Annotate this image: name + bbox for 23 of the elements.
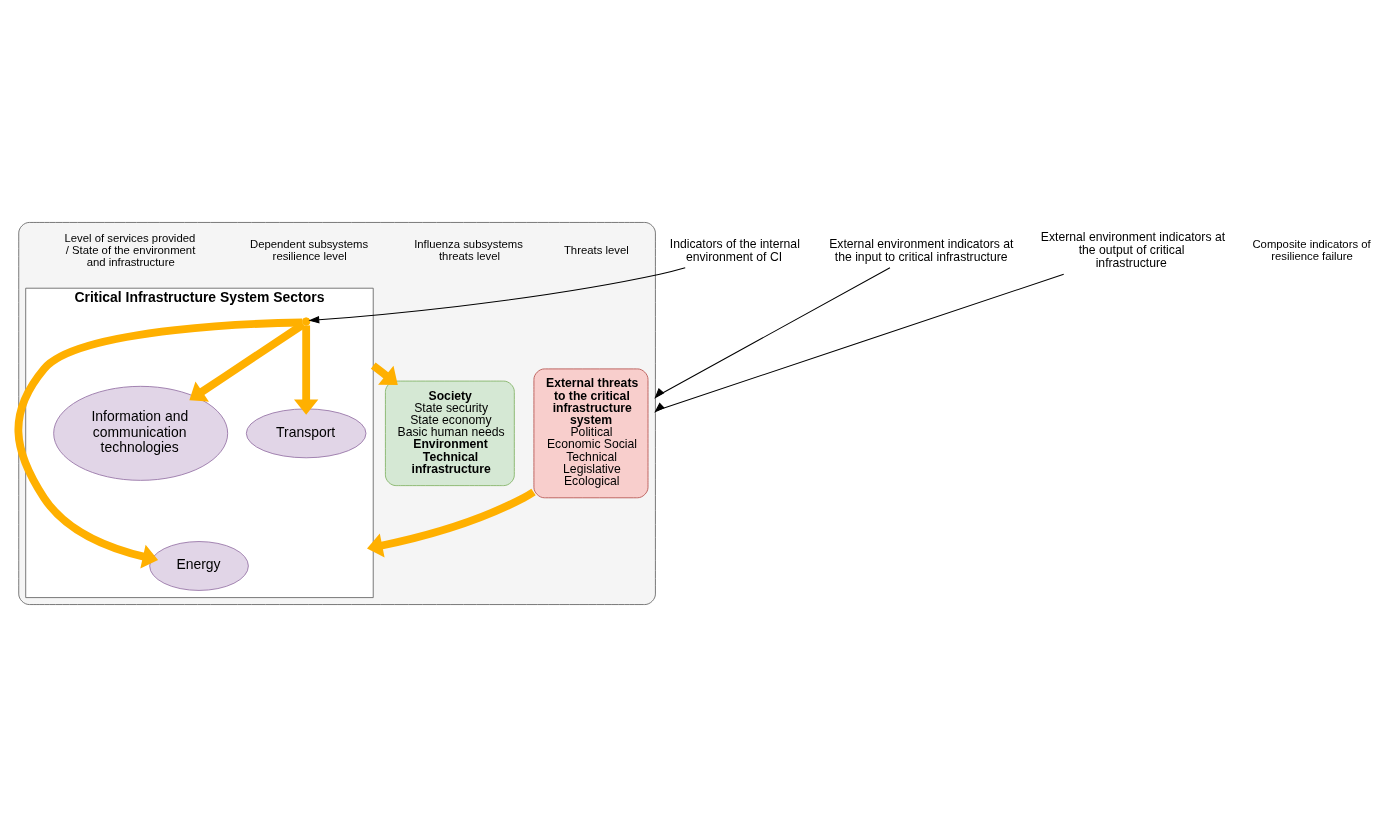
arrow <box>14 318 303 568</box>
node-box: Society State security State economy Basic human needs Environment Technical infrastructure <box>385 380 515 486</box>
node-point <box>301 316 311 326</box>
arrow <box>308 266 686 324</box>
arrow <box>367 488 536 557</box>
label: Threats level <box>563 243 629 256</box>
node-text: External environment indicators at the input to critical infrastructure <box>829 236 1014 264</box>
arrow <box>189 320 306 402</box>
cluster <box>18 221 656 605</box>
node-text: Indicators of the internal environment of CI <box>669 236 800 264</box>
arrow <box>654 266 891 399</box>
node-ellipse: Information and communication technologies <box>53 385 229 481</box>
label: Level of services provided / State of the environment and infrastructure <box>64 231 196 268</box>
arrow <box>654 273 1065 413</box>
label: Influenza subsystems threats level <box>414 237 523 262</box>
label: Dependent subsystems resilience level <box>249 237 369 262</box>
arrow <box>293 324 319 415</box>
node-text: External environment indicators at the output of critical infrastructure <box>1040 229 1226 270</box>
label: Composite indicators of resilience failure <box>1252 237 1371 262</box>
node-ellipse: Energy <box>149 540 249 591</box>
arrow <box>370 362 398 385</box>
node-ellipse: Transport <box>245 407 367 458</box>
node-box: External threats to the critical infrastructure system Political Economic Social Technical Legislative Ecological <box>533 367 649 498</box>
